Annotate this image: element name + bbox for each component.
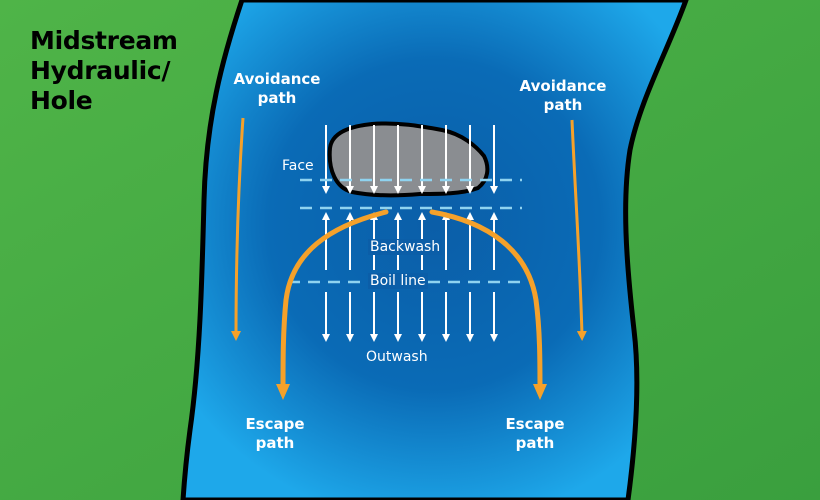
face-label: Face <box>282 158 314 174</box>
escape-path-left-curve <box>276 209 389 400</box>
avoidance-path-right-line <box>570 119 587 341</box>
boil-line-label: Boil line <box>368 273 428 289</box>
escape-path-right-curve <box>429 209 547 400</box>
escape-path-right-label: Escape path <box>505 415 565 452</box>
avoidance-path-left-line <box>231 117 245 341</box>
avoidance-paths <box>231 117 587 341</box>
outwash-label: Outwash <box>366 349 428 365</box>
outwash-arrows <box>322 292 498 342</box>
backwash-label: Backwash <box>368 239 443 255</box>
avoidance-path-left-label: Avoidance path <box>233 70 321 107</box>
rock-shape <box>327 121 490 198</box>
dashed-lines <box>288 178 522 284</box>
avoidance-path-right-label: Avoidance path <box>519 77 607 114</box>
escape-path-left-label: Escape path <box>245 415 305 452</box>
diagram-title: Midstream Hydraulic/ Hole <box>30 26 178 115</box>
escape-paths <box>276 209 547 400</box>
